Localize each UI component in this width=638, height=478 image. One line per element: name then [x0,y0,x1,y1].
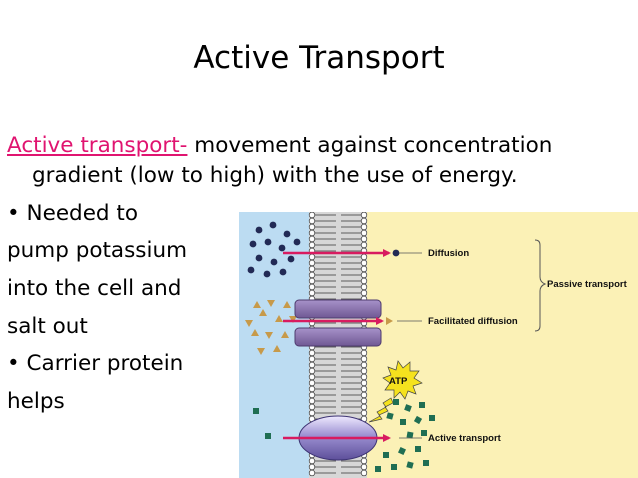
text-salt-out: salt out [7,314,88,339]
passive-bracket [534,239,547,332]
channel-protein [294,299,382,347]
outside-dots [247,221,301,278]
label-atp: ATP [389,376,408,387]
outside-triangles [245,300,297,355]
membrane-transport-diagram: Diffusion Facilitated diffusion Passive … [239,212,638,478]
atp-burst-icon: ATP [382,360,423,400]
label-diffusion: Diffusion [428,248,469,259]
inside-dot [392,249,400,257]
bullet-carrier-protein: • Carrier protein [7,351,184,376]
label-facilitated-diffusion: Facilitated diffusion [428,316,518,327]
inside-squares [375,399,435,472]
definition-term: Active transport- [7,133,188,158]
slide-title: Active Transport [193,40,445,76]
text-pump-potassium: pump potassium [7,238,188,263]
label-passive-transport: Passive transport [547,279,628,290]
definition-line-1: Active transport- movement against conce… [7,133,552,159]
text-helps: helps [7,389,65,414]
definition-line-2: gradient (low to high) with the use of e… [32,163,518,188]
energy-bolt-icon [368,397,394,423]
inside-triangle [386,317,393,325]
outside-squares [253,408,271,439]
bullet-needed: • Needed to [7,201,138,226]
definition-text: movement against concentration [187,133,553,158]
text-into-cell: into the cell and [7,276,182,301]
label-active-transport: Active transport [428,433,502,444]
